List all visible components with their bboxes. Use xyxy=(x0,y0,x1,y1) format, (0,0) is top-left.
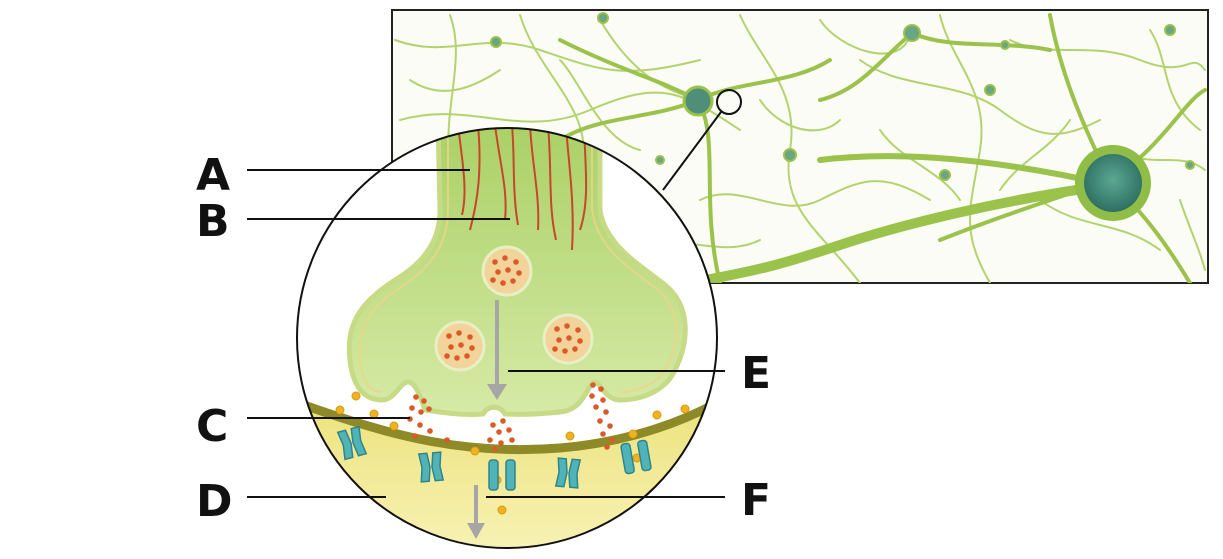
synaptic-vesicle xyxy=(434,320,486,372)
microtubules xyxy=(457,128,588,251)
label-a: A xyxy=(196,150,230,201)
synaptic-vesicle xyxy=(542,313,594,365)
label-e: E xyxy=(741,348,771,399)
ion-dots xyxy=(335,391,690,515)
signal-arrow xyxy=(467,485,485,539)
label-b: B xyxy=(196,196,230,247)
label-d: D xyxy=(196,476,233,527)
neurotransmitter-release xyxy=(407,382,615,452)
leader-lines xyxy=(247,169,725,498)
receptor-channels xyxy=(336,425,652,491)
synaptic-vesicle xyxy=(481,245,533,297)
label-c: C xyxy=(196,401,228,452)
release-arrow xyxy=(487,300,507,400)
label-f: F xyxy=(741,475,771,526)
